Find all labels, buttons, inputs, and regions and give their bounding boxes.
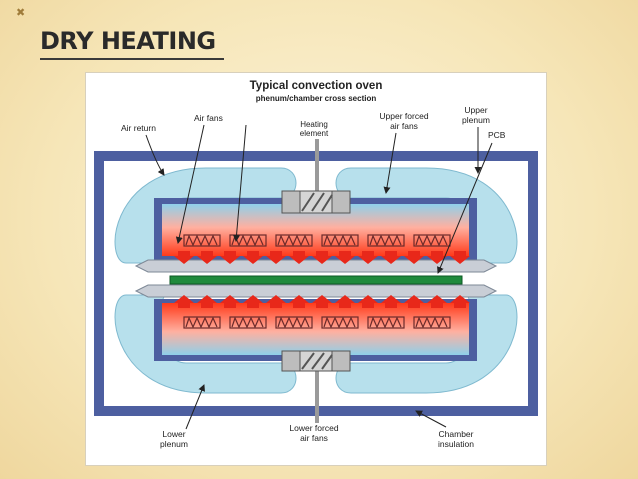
title-underline (40, 58, 224, 60)
down-air-arrow (312, 251, 332, 264)
conveyor-rail-upper (134, 259, 498, 273)
label-upper-plenum-1: Upper (464, 105, 487, 115)
label-chamber-insulation-2: insulation (438, 439, 474, 449)
label-lower-forced-2: air fans (300, 433, 328, 443)
heating-element-box (183, 234, 221, 247)
up-air-arrow (381, 295, 401, 308)
label-lower-plenum-2: plenum (160, 439, 188, 449)
heating-coil (369, 316, 402, 329)
slide-title: DRY HEATING (40, 27, 216, 55)
down-air-arrow (289, 251, 309, 264)
figure-subtitle: phenum/chamber cross section (256, 94, 377, 103)
heating-element-box (275, 234, 313, 247)
down-air-arrow (358, 251, 378, 264)
label-upper-plenum-2: plenum (462, 115, 490, 125)
leader-lines (145, 124, 493, 430)
up-air-arrow (197, 295, 217, 308)
down-air-arrow (335, 251, 355, 264)
down-air-arrow (450, 251, 470, 264)
label-upper-forced-2: air fans (390, 121, 418, 131)
down-air-arrow (220, 251, 240, 264)
heating-coil (277, 316, 310, 329)
label-lower-forced-1: Lower forced (289, 423, 338, 433)
heating-element-box (275, 316, 313, 329)
label-upper-forced-1: Upper forced (379, 111, 428, 121)
up-air-arrow (174, 295, 194, 308)
heating-element-box (321, 316, 359, 329)
heating-coil (277, 234, 310, 247)
down-air-arrow (404, 251, 424, 264)
heating-coil (185, 316, 218, 329)
heating-coil (323, 316, 356, 329)
conveyor-rail-lower (134, 284, 498, 298)
figure-title: Typical convection oven (250, 80, 383, 92)
heating-coil (185, 234, 218, 247)
down-air-arrow (174, 251, 194, 264)
heating-coil (231, 316, 264, 329)
pcb (169, 275, 463, 285)
up-air-arrow (450, 295, 470, 308)
up-air-arrow (312, 295, 332, 308)
down-air-arrow (266, 251, 286, 264)
lower-heating-elements (183, 316, 451, 329)
down-air-arrow (427, 251, 447, 264)
heating-element-box (413, 234, 451, 247)
label-chamber-insulation-1: Chamber (439, 429, 474, 439)
heating-element-box (367, 316, 405, 329)
oven-diagram: Typical convection oven phenum/chamber c… (85, 72, 547, 466)
label-pcb: PCB (488, 130, 506, 140)
label-air-fans: Air fans (194, 113, 223, 123)
up-air-arrow (243, 295, 263, 308)
label-heating-element-2: element (300, 129, 329, 138)
heating-element-box (183, 316, 221, 329)
heating-element-box (229, 316, 267, 329)
label-air-return: Air return (121, 123, 156, 133)
heating-coil (323, 234, 356, 247)
up-air-arrow (358, 295, 378, 308)
heating-coil (415, 316, 448, 329)
up-air-arrow (404, 295, 424, 308)
heating-coil (369, 234, 402, 247)
heating-coil (415, 234, 448, 247)
upper-forced-air-fan (281, 139, 351, 214)
lower-forced-air-fan (281, 350, 351, 423)
heating-element-box (413, 316, 451, 329)
upper-heating-elements (183, 234, 451, 247)
slide-marker: ✖ (16, 7, 26, 19)
up-air-arrow (220, 295, 240, 308)
up-air-arrow (335, 295, 355, 308)
heating-element-box (321, 234, 359, 247)
up-air-arrow (266, 295, 286, 308)
up-air-arrow (427, 295, 447, 308)
up-air-arrow (289, 295, 309, 308)
lower-plenum (162, 303, 469, 355)
heating-element-box (367, 234, 405, 247)
label-lower-plenum-1: Lower (162, 429, 185, 439)
down-air-arrow (197, 251, 217, 264)
down-air-arrow (381, 251, 401, 264)
down-air-arrow (243, 251, 263, 264)
heating-element-box (229, 234, 267, 247)
upward-air-arrows (174, 295, 470, 308)
downward-air-arrows (174, 251, 470, 264)
oven-diagram-svg: Typical convection oven phenum/chamber c… (94, 80, 538, 449)
label-heating-element-1: Heating (300, 120, 328, 129)
